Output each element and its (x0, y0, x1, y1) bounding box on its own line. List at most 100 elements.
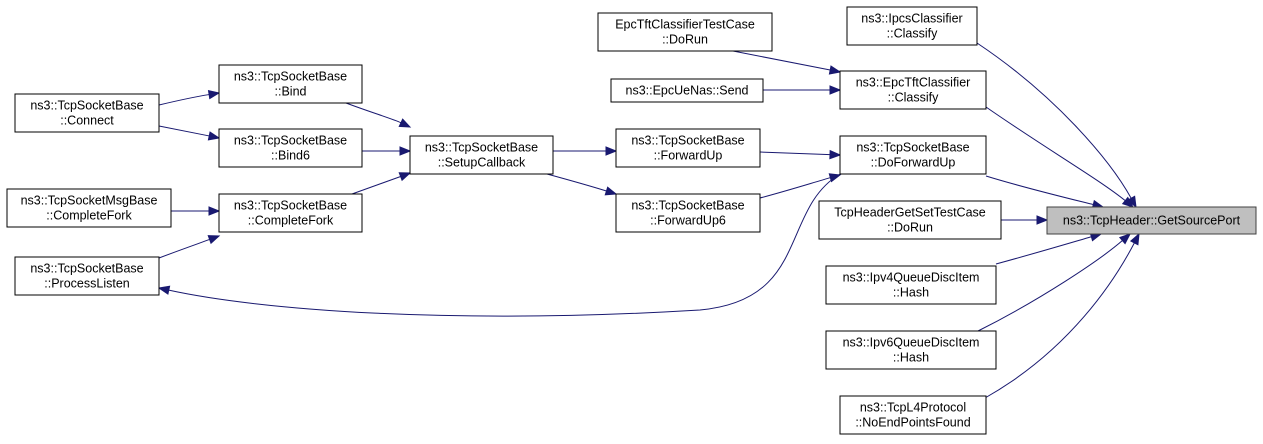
node-box[interactable] (615, 128, 761, 168)
node-label: ns3::TcpHeader::GetSourcePort (1063, 214, 1241, 228)
node-label: ns3::TcpSocketBase (234, 70, 347, 84)
node-label: ::DoForwardUp (871, 156, 956, 170)
node-bind6[interactable]: ns3::TcpSocketBase::Bind6 (218, 128, 363, 168)
arrowhead-icon (604, 186, 618, 196)
arrowhead-icon (398, 172, 412, 182)
node-dofwd[interactable]: ns3::TcpSocketBase::DoForwardUp (839, 135, 987, 175)
edge-bind6-to-setup (362, 146, 412, 156)
edge-line (759, 151, 831, 156)
node-label: ns3::IpcsClassifier (861, 12, 962, 26)
node-box[interactable] (6, 188, 172, 228)
node-plisten[interactable]: ns3::TcpSocketBase::ProcessListen (14, 256, 160, 296)
node-box[interactable] (839, 135, 987, 175)
node-label: ::Bind (275, 85, 307, 99)
node-box[interactable] (409, 135, 554, 175)
node-box[interactable] (597, 12, 773, 52)
node-label: ns3::TcpSocketBase (631, 134, 744, 148)
node-fwd[interactable]: ns3::TcpSocketBase::ForwardUp (615, 128, 761, 168)
node-label: ::Connect (60, 114, 114, 128)
node-label: ::Hash (893, 286, 929, 300)
node-box[interactable] (14, 256, 160, 296)
arrowhead-icon (398, 118, 412, 128)
arrowhead-icon (829, 149, 842, 160)
node-label: ::Bind6 (271, 149, 310, 163)
node-label: ns3::TcpSocketMsgBase (21, 194, 158, 208)
edge-connect-to-bind (158, 89, 221, 106)
node-box[interactable] (825, 265, 997, 305)
node-setup[interactable]: ns3::TcpSocketBase::SetupCallback (409, 135, 554, 175)
node-box[interactable] (825, 330, 997, 370)
node-label: ns3::TcpSocketBase (30, 99, 143, 113)
edge-ipv4q-to-target (995, 232, 1103, 265)
node-label: ns3::TcpSocketBase (234, 134, 347, 148)
arrowhead-icon (1036, 215, 1049, 225)
node-cfork[interactable]: ns3::TcpSocketBase::CompleteFork (218, 193, 363, 233)
arrowhead-icon (207, 235, 221, 245)
node-box[interactable] (610, 78, 764, 103)
node-box[interactable] (846, 6, 978, 46)
arrowhead-icon (1121, 196, 1135, 208)
edge-dofwd-to-plisten (157, 173, 841, 317)
node-connect[interactable]: ns3::TcpSocketBase::Connect (14, 93, 160, 133)
edge-connect-to-bind6 (158, 125, 221, 141)
node-label: ns3::TcpSocketBase (234, 199, 347, 213)
node-label: ::Classify (887, 27, 938, 41)
node-box[interactable] (1046, 206, 1257, 235)
arrowhead-icon (829, 85, 842, 95)
edge-line (977, 240, 1123, 332)
edge-line (351, 176, 401, 195)
node-epcnas[interactable]: ns3::EpcUeNas::Send (610, 78, 764, 103)
node-label: ::DoRun (887, 221, 933, 235)
node-box[interactable] (839, 395, 987, 435)
node-box[interactable] (218, 64, 363, 104)
node-label: ns3::TcpSocketBase (30, 262, 143, 276)
edge-setup-to-fwd6 (546, 173, 618, 196)
edge-dofwd-to-target (985, 175, 1105, 210)
edge-tcphtest-to-target (1001, 215, 1049, 225)
node-box[interactable] (218, 128, 363, 168)
node-box[interactable] (839, 70, 987, 110)
node-label: ::DoRun (662, 33, 708, 47)
arrowhead-icon (828, 65, 842, 75)
node-ipcs[interactable]: ns3::IpcsClassifier::Classify (846, 6, 978, 46)
node-fwd6[interactable]: ns3::TcpSocketBase::ForwardUp6 (615, 193, 761, 233)
node-box[interactable] (818, 200, 1002, 240)
edge-line (158, 238, 210, 259)
node-box[interactable] (14, 93, 160, 133)
node-box[interactable] (218, 193, 363, 233)
edge-msgfork-to-cfork (171, 206, 221, 216)
edge-line (985, 175, 1094, 206)
node-label: ns3::TcpSocketBase (856, 141, 969, 155)
node-label: ::CompleteFork (46, 209, 132, 223)
edge-line (158, 94, 210, 106)
node-msgfork[interactable]: ns3::TcpSocketMsgBase::CompleteFork (6, 188, 172, 228)
node-label: ns3::Ipv6QueueDiscItem (843, 336, 980, 350)
node-ipv6q[interactable]: ns3::Ipv6QueueDiscItem::Hash (825, 330, 997, 370)
node-bind[interactable]: ns3::TcpSocketBase::Bind (218, 64, 363, 104)
edge-epctft-to-target (985, 106, 1135, 208)
arrowhead-icon (207, 89, 221, 100)
node-epctest[interactable]: EpcTftClassifierTestCase::DoRun (597, 12, 773, 52)
arrowhead-icon (157, 285, 171, 295)
node-ipv4q[interactable]: ns3::Ipv4QueueDiscItem::Hash (825, 265, 997, 305)
node-label: TcpHeaderGetSetTestCase (834, 206, 986, 220)
graph-nodes: ns3::TcpHeader::GetSourcePort ns3::IpcsCl… (6, 6, 1257, 435)
edge-line (158, 125, 210, 137)
edge-line (732, 50, 831, 71)
edge-line (168, 173, 841, 317)
node-tcphtest[interactable]: TcpHeaderGetSetTestCase::DoRun (818, 200, 1002, 240)
edge-line (759, 177, 831, 199)
edge-cfork-to-setup (351, 172, 412, 195)
graph-edges (157, 42, 1140, 399)
arrowhead-icon (207, 131, 221, 141)
arrowhead-icon (1126, 195, 1137, 209)
node-l4[interactable]: ns3::TcpL4Protocol::NoEndPointsFound (839, 395, 987, 435)
node-epctft[interactable]: ns3::EpcTftClassifier::Classify (839, 70, 987, 110)
node-target[interactable]: ns3::TcpHeader::GetSourcePort (1046, 206, 1257, 235)
node-label: ns3::Ipv4QueueDiscItem (843, 271, 980, 285)
arrowhead-icon (399, 146, 412, 156)
node-box[interactable] (615, 193, 761, 233)
edge-fwd-to-dofwd (759, 149, 842, 160)
edge-line (345, 102, 402, 124)
node-label: ns3::EpcTftClassifier (856, 76, 971, 90)
